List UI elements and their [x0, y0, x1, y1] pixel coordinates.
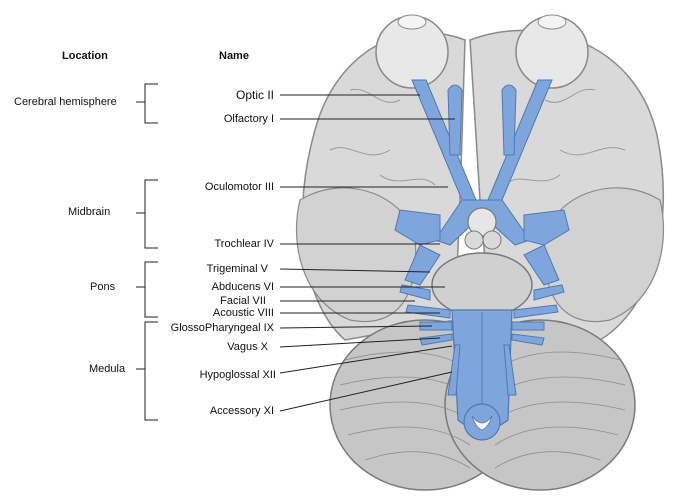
name-header: Name — [219, 50, 249, 62]
nerve-label-olfactory: Olfactory I — [223, 113, 274, 125]
spinal-cord-section — [463, 403, 501, 441]
nerve-label-accessory: Accessory XI — [209, 405, 274, 417]
location-pons: Pons — [90, 281, 116, 293]
location-medula: Medula — [89, 363, 126, 375]
left-temporal-lobe — [295, 187, 417, 323]
nerve-label-abducens: Abducens VI — [211, 281, 274, 293]
nerve-label-oculomotor: Oculomotor III — [204, 181, 274, 193]
location-brackets — [136, 83, 158, 421]
nerve-label-trochlear: Trochlear IV — [214, 238, 274, 250]
cerebellum-folia — [339, 351, 626, 469]
nerve-branches — [394, 209, 570, 396]
right-temporal-lobe — [543, 187, 665, 323]
nerve-label-vagus: Vagus X — [227, 341, 268, 353]
nerve-label-trigeminal: Trigeminal V — [206, 263, 268, 275]
nerve-label-hypoglossal: Hypoglossal XII — [199, 369, 276, 381]
leader-lines — [279, 94, 455, 412]
location-midbrain: Midbrain — [68, 206, 111, 218]
nerve-label-optic: Optic II — [235, 88, 274, 102]
location-cerebral-hemisphere: Cerebral hemisphere — [14, 96, 117, 108]
location-header: Location — [62, 50, 108, 62]
optic-nerves — [411, 79, 553, 246]
nerve-label-facial: Facial VII — [220, 295, 266, 307]
nerve-label-acoustic: Acoustic VIII — [212, 307, 274, 319]
pons — [431, 252, 533, 318]
nerve-label-glossopharyngeal: GlossoPharyngeal IX — [170, 322, 274, 334]
